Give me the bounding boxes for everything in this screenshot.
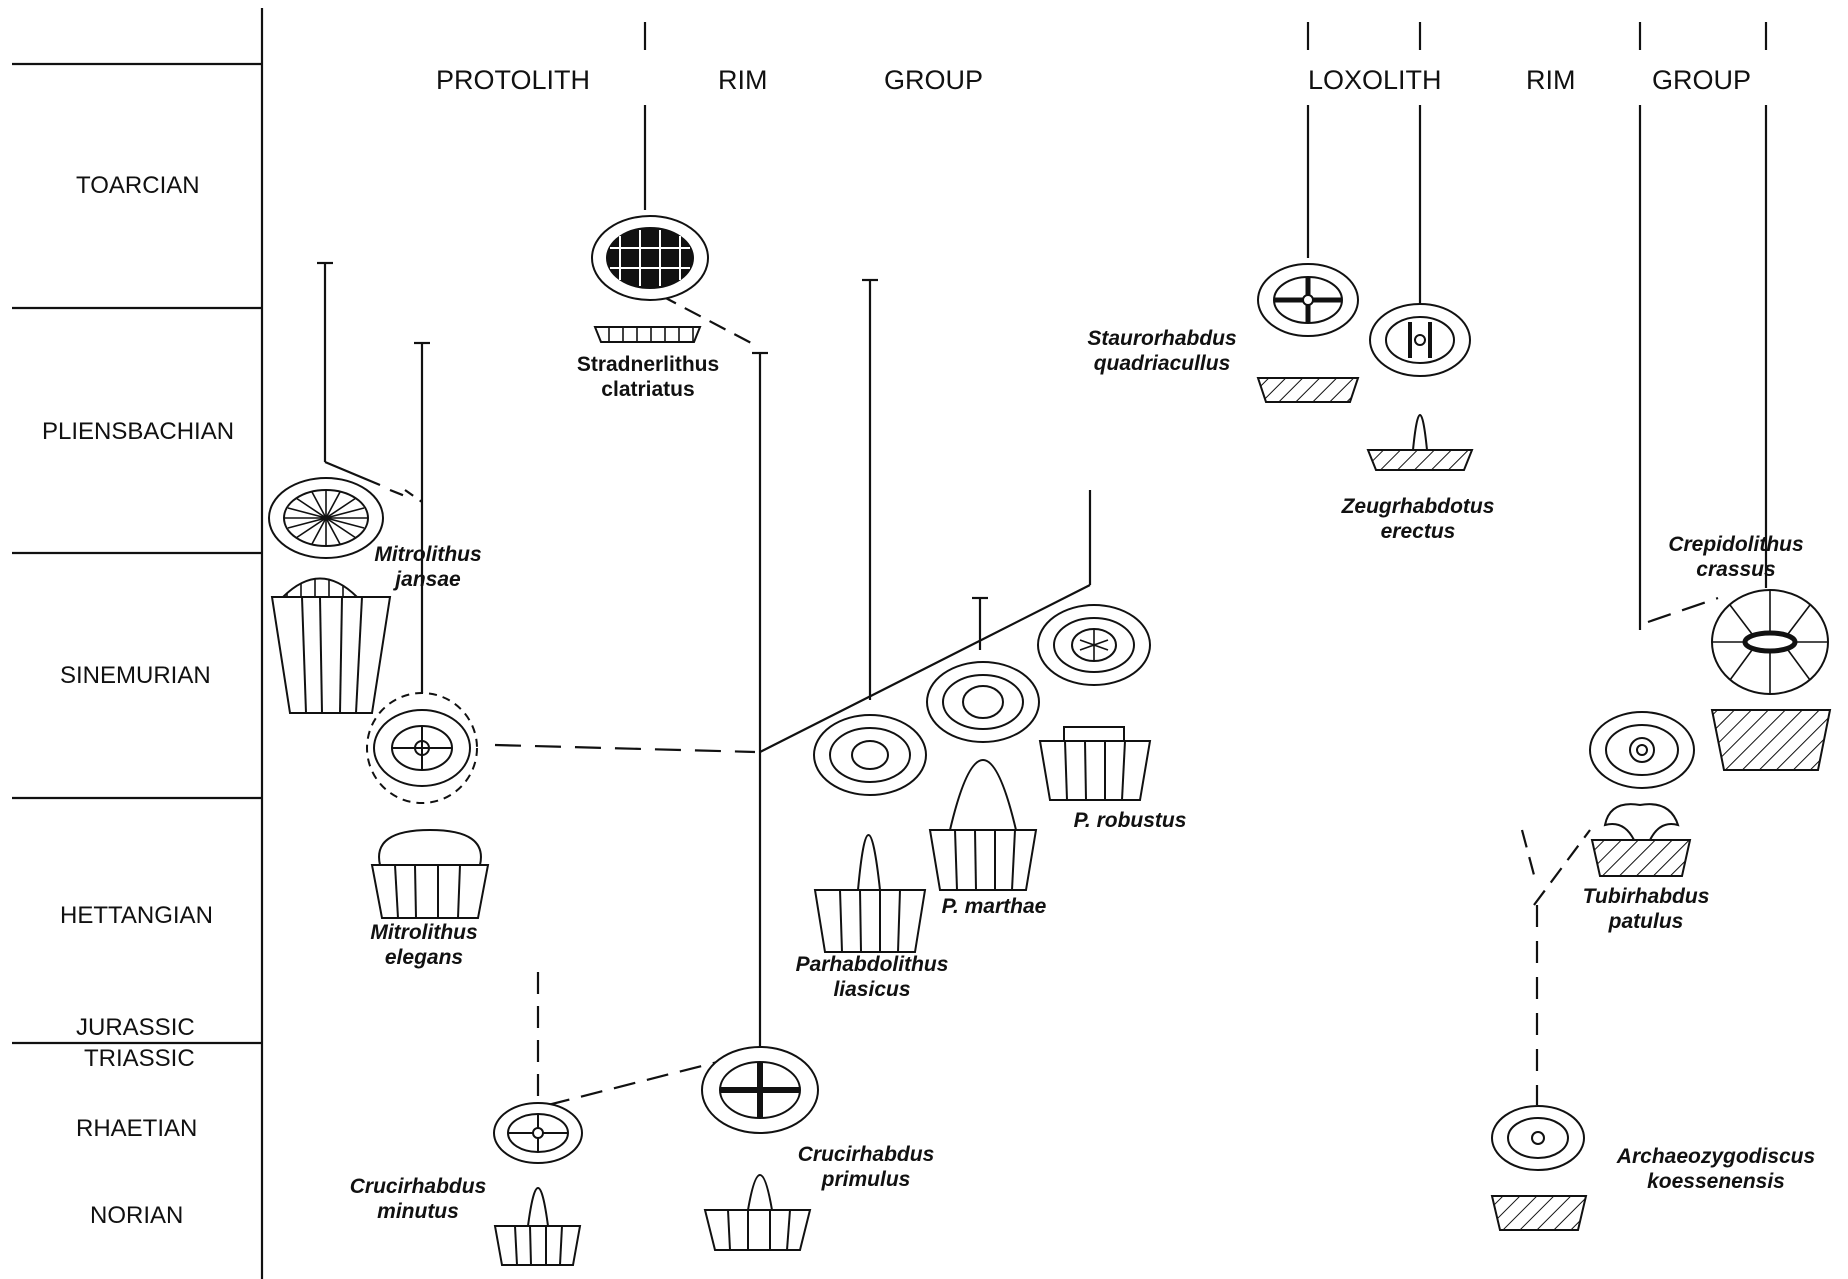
p-robustus-plan <box>1037 604 1151 686</box>
staurorhabdus-plan <box>1257 263 1359 337</box>
label-p-robustus: P. robustus <box>1073 809 1187 832</box>
crucirhabdus-minutus-side <box>493 1187 582 1266</box>
mitrolithus-jansae-side <box>270 577 392 714</box>
parhabdolithus-liasicus-side <box>813 834 927 953</box>
staurorhabdus-side <box>1256 377 1360 403</box>
stage-sinemurian: SINEMURIAN <box>60 662 211 689</box>
stage-jurassic: JURASSIC <box>76 1014 195 1041</box>
crucirhabdus-minutus-plan <box>493 1102 583 1164</box>
p-marthae-plan <box>926 661 1040 743</box>
crucirhabdus-primulus-side <box>703 1174 812 1251</box>
stage-norian: NORIAN <box>90 1202 184 1229</box>
label-p-marthae: P. marthae <box>941 895 1047 918</box>
crucirhabdus-primulus-plan <box>701 1046 819 1134</box>
tubirhabdus-plan <box>1589 711 1695 789</box>
crepidolithus-side <box>1710 709 1832 771</box>
header-loxolith: LOXOLITH <box>1308 65 1442 95</box>
parhabdolithus-liasicus-plan <box>813 714 927 796</box>
archaeozygodiscus-side <box>1490 1195 1588 1231</box>
mitrolithus-jansae-plan <box>268 477 384 559</box>
tubirhabdus-side <box>1590 803 1692 877</box>
stage-rhaetian: RHAETIAN <box>76 1115 198 1142</box>
header-rim-right: RIM <box>1526 65 1576 95</box>
zeugrhabdotus-plan <box>1369 303 1471 377</box>
p-robustus-side <box>1038 726 1152 801</box>
stradnerlithus-side <box>593 326 702 343</box>
header-rim-left: RIM <box>718 65 768 95</box>
stage-pliensbachian: PLIENSBACHIAN <box>42 418 235 445</box>
stage-hettangian: HETTANGIAN <box>60 902 213 929</box>
zeugrhabdotus-side <box>1366 414 1474 471</box>
header-group-right: GROUP <box>1652 65 1752 95</box>
crepidolithus-plan <box>1711 589 1829 695</box>
stradnerlithus-plan <box>591 215 709 301</box>
stage-toarcian: TOARCIAN <box>76 172 200 199</box>
mitrolithus-elegans-plan <box>366 692 478 804</box>
p-marthae-side <box>928 759 1038 891</box>
header-group-left: GROUP <box>884 65 984 95</box>
archaeozygodiscus-plan <box>1491 1105 1585 1171</box>
header-protolith: PROTOLITH <box>436 65 591 95</box>
mitrolithus-elegans-side <box>370 828 490 919</box>
stage-triassic: TRIASSIC <box>84 1045 195 1072</box>
